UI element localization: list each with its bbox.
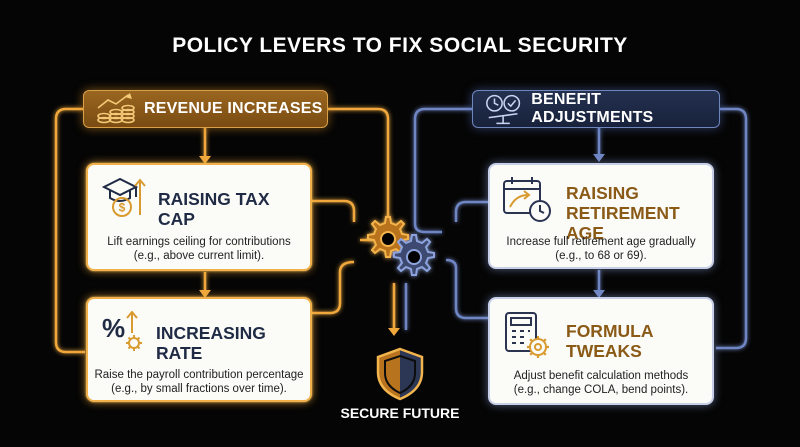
secure-future-label: SECURE FUTURE [340, 405, 460, 421]
raising-retirement-age-card: RAISING RETIREMENT AGE Increase full ret… [488, 163, 714, 269]
formula-tweaks-desc-2: (e.g., change COLA, bend points). [513, 384, 689, 396]
shield-icon [376, 347, 424, 401]
formula-tweaks-title: FORMULA TWEAKS [566, 321, 653, 361]
raising-retirement-age-desc-2: (e.g., to 68 or 69). [555, 250, 647, 262]
raising-tax-cap-desc-2: (e.g., above current limit). [133, 250, 265, 262]
svg-text:$: $ [119, 201, 126, 215]
retirement-title-line-2: RETIREMENT AGE [566, 203, 680, 243]
retirement-title-line-1: RAISING [566, 183, 639, 203]
raising-tax-cap-card: $ RAISING TAX CAP Lift earnings ceiling … [86, 163, 312, 271]
raising-retirement-age-title: RAISING RETIREMENT AGE [566, 183, 712, 243]
formula-tweaks-desc-1: Adjust benefit calculation methods [513, 370, 689, 382]
raising-tax-cap-desc-1: Lift earnings ceiling for contributions [107, 236, 291, 248]
interlocking-gears-icon [367, 216, 435, 276]
revenue-increases-header: REVENUE INCREASES [83, 90, 328, 128]
page-title: POLICY LEVERS TO FIX SOCIAL SECURITY [172, 34, 628, 57]
calendar-clock-icon [503, 177, 551, 222]
raising-retirement-age-desc-1: Increase full retirement age gradually [506, 236, 696, 248]
clock-scale-icon [486, 94, 521, 125]
benefit-adjustments-header: BENEFIT ADJUSTMENTS [472, 90, 720, 128]
formula-tweaks-card: FORMULA TWEAKS Adjust benefit calculatio… [488, 297, 714, 405]
revenue-header-label: REVENUE INCREASES [144, 100, 323, 117]
percent-gear-icon: % [102, 311, 142, 351]
benefit-arrowheads [593, 154, 605, 298]
increasing-rate-title: INCREASING RATE [156, 323, 266, 363]
revenue-arrowheads [199, 156, 400, 336]
raising-tax-cap-title: RAISING TAX CAP [158, 189, 270, 229]
calculator-gear-icon [505, 312, 549, 358]
chart-coins-icon [97, 93, 135, 124]
increasing-rate-desc-1: Raise the payroll contribution percentag… [94, 369, 304, 381]
benefit-connectors [404, 107, 748, 350]
formula-title-line-2: TWEAKS [566, 341, 642, 361]
increasing-rate-desc-2: (e.g., by small fractions over time). [111, 383, 287, 395]
formula-title-line-1: FORMULA [566, 321, 654, 341]
graduation-cap-dollar-icon: $ [102, 177, 146, 217]
benefit-header-label: BENEFIT ADJUSTMENTS [531, 91, 654, 126]
svg-text:%: % [102, 313, 125, 343]
increasing-rate-card: % INCREASING RATE Raise the payroll cont… [86, 297, 312, 402]
